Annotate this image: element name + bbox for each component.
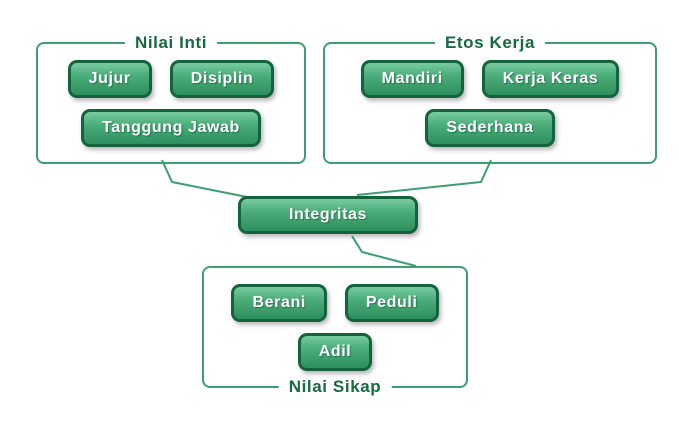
- node-disiplin: Disiplin: [169, 60, 275, 98]
- connector-integritas-to-nilai-sikap: [351, 235, 417, 267]
- node-kerja-keras: Kerja Keras: [481, 60, 620, 98]
- group-title-etos-kerja: Etos Kerja: [434, 33, 546, 53]
- group-nilai-sikap: Berani Peduli Adil Nilai Sikap: [202, 266, 468, 397]
- node-integritas: Integritas: [238, 196, 418, 234]
- node-berani: Berani: [231, 284, 327, 322]
- row: Mandiri Kerja Keras: [360, 60, 620, 98]
- node-jujur: Jujur: [67, 60, 152, 98]
- node-tanggung-jawab: Tanggung Jawab: [81, 109, 261, 147]
- row: Adil: [297, 333, 373, 371]
- connector-etos-kerja-to-integritas: [356, 159, 492, 196]
- row: Berani Peduli: [231, 284, 439, 322]
- row: Sederhana: [425, 109, 555, 147]
- group-etos-kerja: Etos Kerja Mandiri Kerja Keras Sederhana: [323, 33, 657, 164]
- group-rows-nilai-sikap: Berani Peduli Adil: [204, 268, 466, 386]
- group-nilai-inti: Nilai Inti Jujur Disiplin Tanggung Jawab: [36, 33, 306, 164]
- node-mandiri: Mandiri: [360, 60, 464, 98]
- group-rows-etos-kerja: Mandiri Kerja Keras Sederhana: [325, 44, 655, 162]
- connector-nilai-inti-to-integritas: [161, 159, 248, 198]
- group-title-nilai-inti: Nilai Inti: [124, 33, 218, 53]
- node-sederhana: Sederhana: [425, 109, 555, 147]
- group-rows-nilai-inti: Jujur Disiplin Tanggung Jawab: [38, 44, 304, 162]
- group-title-nilai-sikap: Nilai Sikap: [278, 377, 392, 397]
- node-adil: Adil: [297, 333, 373, 371]
- row: Jujur Disiplin: [67, 60, 275, 98]
- row: Tanggung Jawab: [81, 109, 261, 147]
- node-peduli: Peduli: [344, 284, 439, 322]
